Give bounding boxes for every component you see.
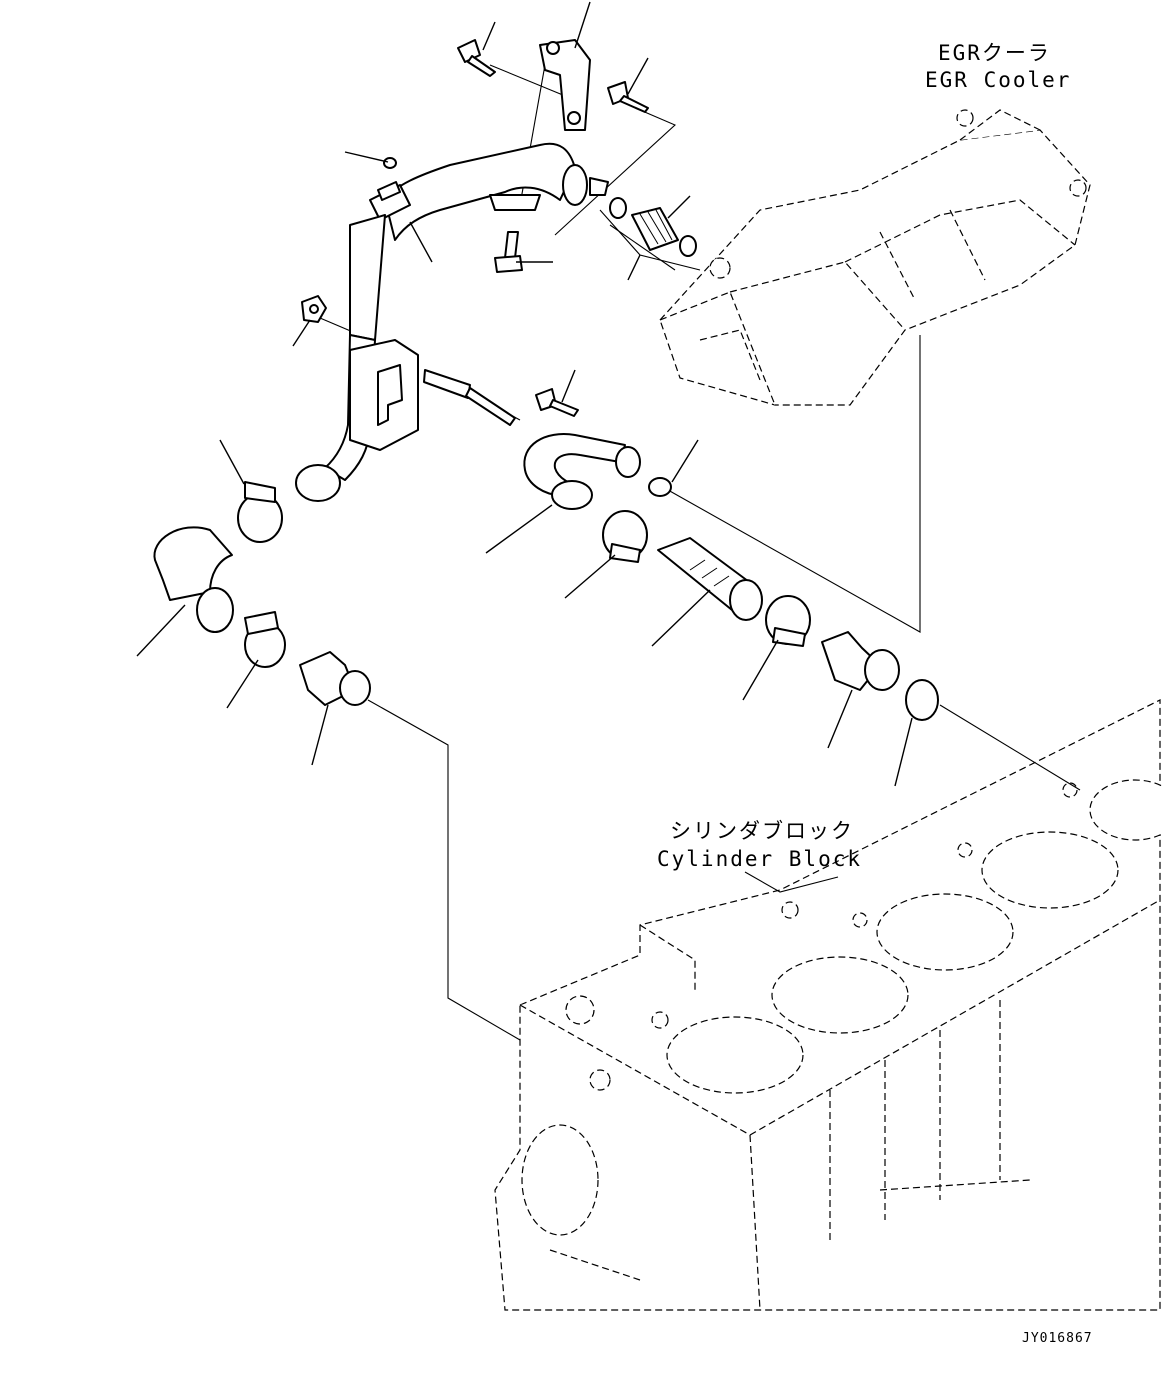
coolant-pipe-vertical [295,334,419,502]
fitting-left [299,651,371,706]
o-ring-cooler-2 [679,235,697,257]
coolant-pipe-u [523,433,641,510]
bolt-lower [535,388,579,417]
o-ring-fitting [905,679,939,721]
bolt-top-right [607,81,649,113]
drawing-code: JY016867 [1022,1331,1093,1346]
bracket [539,39,591,131]
cylinder-block-label-en: Cylinder Block [657,847,862,871]
hose-clamp-2 [602,510,648,563]
cylinder-block-label-jp: シリンダブロック [670,819,854,843]
hose-clamp-1 [237,481,283,543]
coolant-pipe-upper [349,142,609,341]
leader-lines [136,1,913,787]
hose-clamp-3 [765,595,811,647]
o-ring-small [383,157,397,169]
stud-bolt [423,369,516,426]
egr-cooler-outline [659,109,1091,406]
egr-cooler-label-en: EGR Cooler [925,68,1071,92]
fitting-right [821,631,900,691]
bellows-connector [631,207,679,251]
elbow-hose [153,526,234,633]
bolt-top-left [457,39,496,77]
straight-hose [657,537,763,621]
cylinder-block-outline [494,699,1163,1311]
o-ring-u [648,477,672,497]
egr-cooler-label-jp: EGRクーラ [938,41,1051,65]
bolt-mid [494,231,523,273]
nut [301,295,327,323]
hose-clamp-4 [244,611,286,668]
o-ring-cooler-1 [609,197,627,219]
